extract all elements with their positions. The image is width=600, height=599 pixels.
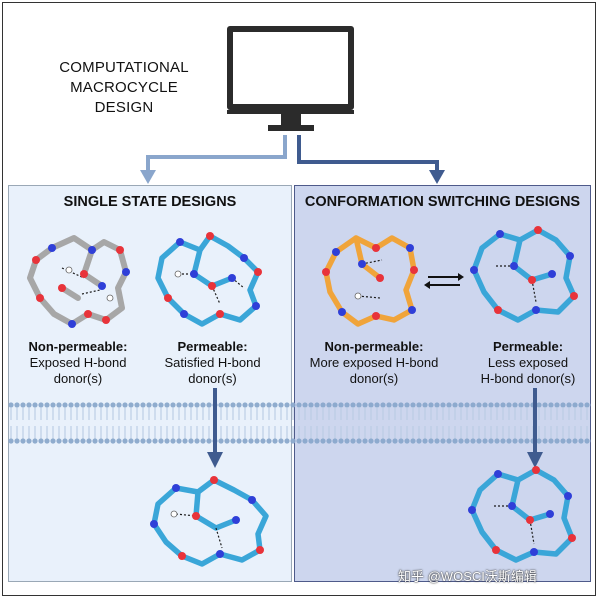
caption-line: donor(s): [349, 371, 399, 386]
molecule-orange-nonpermeable: [322, 235, 418, 327]
watermark-text: 知乎 @WOSCI沃斯编辑: [398, 569, 537, 584]
header-title: COMPUTATIONAL MACROCYCLE DESIGN: [38, 58, 210, 118]
left-permeable-caption: Permeable: Satisfied H-bond donor(s): [150, 339, 275, 387]
caption-label: Non-permeable:: [28, 339, 128, 354]
left-nonpermeable-caption: Non-permeable: Exposed H-bond donor(s): [18, 339, 138, 387]
exchange-arrows-icon: [424, 273, 464, 289]
caption-label: Non-permeable:: [324, 339, 424, 354]
right-nonpermeable-caption: Non-permeable: More exposed H-bond donor…: [304, 339, 444, 387]
caption-label: Permeable:: [177, 339, 248, 354]
header-title-line: MACROCYCLE: [70, 79, 178, 96]
caption-line: Exposed H-bond: [29, 355, 127, 370]
caption-line: Less exposed: [487, 355, 569, 370]
caption-line: donor(s): [188, 371, 237, 386]
molecule-blue-permeable: [155, 232, 262, 327]
caption-line: donor(s): [53, 371, 103, 386]
down-arrow-icon: [207, 388, 223, 468]
header-title-line: COMPUTATIONAL: [59, 59, 189, 76]
single-state-panel: SINGLE STATE DESIGNS: [8, 185, 292, 582]
lipid-membrane: [8, 402, 591, 444]
molecule-blue-bottom-right: [468, 466, 576, 563]
molecule-blue-bottom-left: [150, 476, 269, 567]
caption-line: More exposed H-bond: [309, 355, 439, 370]
right-permeable-caption: Permeable: Less exposed H-bond donor(s): [466, 339, 590, 387]
down-arrow-icon: [527, 388, 543, 468]
right-connector-arrow: [297, 135, 445, 184]
conformation-switching-title: CONFORMATION SWITCHING DESIGNS: [304, 194, 581, 210]
caption-line: H-bond donor(s): [480, 371, 576, 386]
molecule-blue-permeable-switching: [470, 226, 578, 323]
single-state-title: SINGLE STATE DESIGNS: [63, 194, 237, 210]
left-connector-arrow: [140, 135, 287, 184]
caption-line: Satisfied H-bond: [164, 355, 261, 370]
header-title-line: DESIGN: [94, 99, 154, 116]
molecule-grey-nonpermeable: [27, 235, 130, 328]
caption-label: Permeable:: [492, 339, 564, 354]
